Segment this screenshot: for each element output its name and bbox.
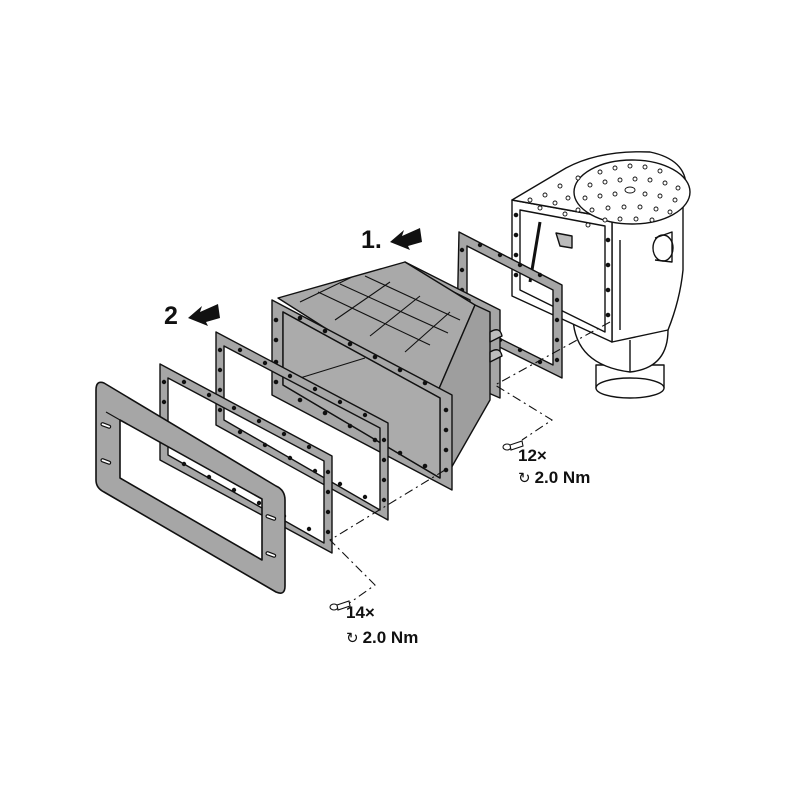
upper-torque-value: ↻2.0 Nm bbox=[518, 468, 591, 487]
screw-icon bbox=[329, 600, 351, 611]
step-2-label: 2 bbox=[164, 302, 178, 330]
screw-icon bbox=[502, 440, 524, 451]
face-plate bbox=[95, 381, 286, 594]
skimmer-body bbox=[511, 151, 691, 399]
upper-screw-quantity: 12× bbox=[518, 446, 547, 465]
extension-housing bbox=[271, 261, 503, 491]
alignment-lines bbox=[329, 321, 611, 605]
rotate-clockwise-icon: ↻ bbox=[346, 630, 359, 647]
lower-torque-value: ↻2.0 Nm bbox=[346, 628, 419, 647]
rotate-clockwise-icon: ↻ bbox=[518, 470, 531, 487]
step-1-label: 1. bbox=[361, 226, 382, 254]
arrow-up-left-icon bbox=[390, 228, 422, 250]
arrow-up-left-icon bbox=[188, 304, 220, 326]
lower-screw-quantity: 14× bbox=[346, 603, 375, 622]
